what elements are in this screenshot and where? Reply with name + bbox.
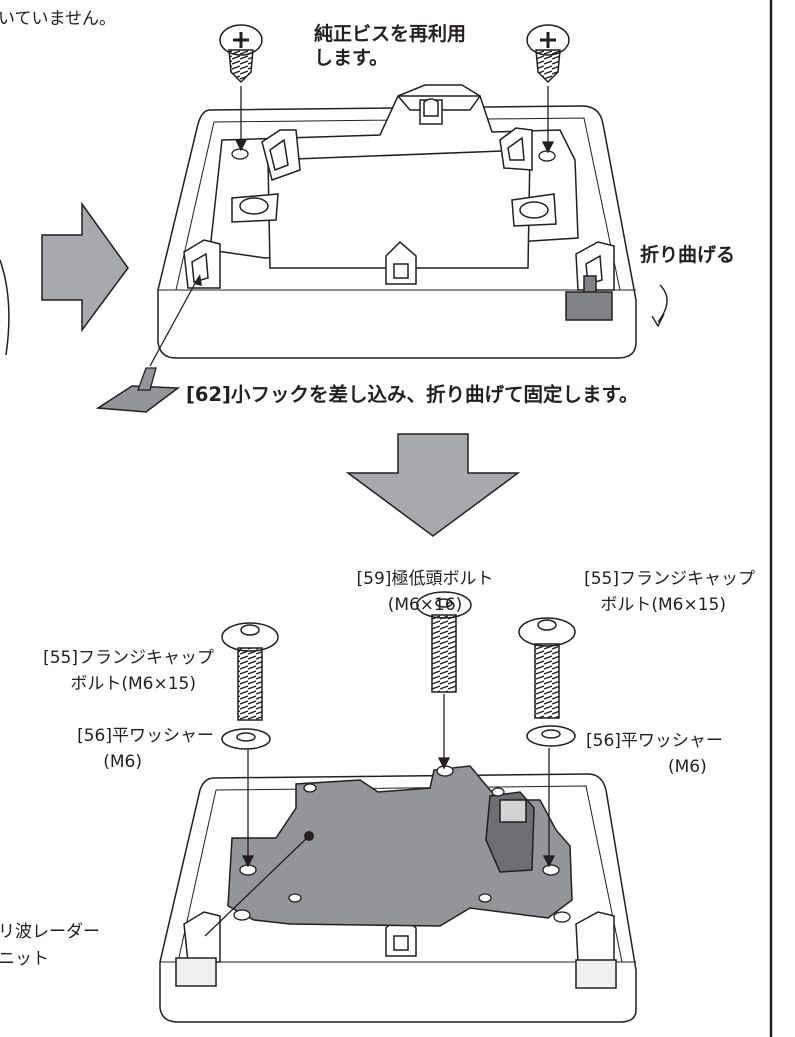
washer-56-left-label-2: (M6) — [103, 752, 142, 772]
radar-unit-leader — [204, 835, 310, 937]
small-hook-stem — [137, 367, 157, 391]
small-hook-part — [95, 385, 181, 413]
washer-56-left-label-1: [56]平ワッシャー — [77, 726, 214, 746]
bend-arrow-head — [651, 313, 665, 328]
bolt-55-right-label-2: ボルト(M6×15) — [600, 595, 726, 615]
left-edge-cutoff-outline — [0, 259, 10, 356]
reuse-screw-label-1: 純正ビスを再利用 — [314, 23, 467, 45]
radar-unit-label-1: リ波レーダー — [0, 922, 100, 942]
bolt-55-right-label-1: [55]フランジキャップ — [584, 569, 755, 589]
screw-icon — [219, 24, 263, 84]
step-caption: [62]小フックを差し込み、折り曲げて固定します。 — [186, 383, 639, 406]
bolt-55-left-label-1: [55]フランジキャップ — [43, 648, 214, 668]
flange-bolt-icon — [221, 622, 279, 721]
bolt-59-label-2: (M6×16) — [387, 595, 463, 615]
flange-bolt-icon — [518, 617, 576, 719]
bottom-clips — [175, 911, 617, 989]
washer-56-right-label-1: [56]平ワッシャー — [586, 731, 723, 751]
washer-icon — [526, 725, 576, 747]
small-hook-leader-head — [194, 274, 202, 286]
arrow-right-icon — [41, 201, 129, 333]
bend-direction-arrow — [657, 284, 668, 323]
bolt-59-label-1: [59]極低頭ボルト — [356, 569, 494, 589]
top-mount-base — [157, 84, 637, 359]
reuse-screw-label-2: します。 — [314, 47, 389, 69]
bent-hook-right — [565, 275, 613, 321]
small-hook-leader — [149, 277, 199, 367]
radar-unit-label-2: ニット — [0, 949, 49, 969]
top-clips — [183, 98, 615, 291]
washer-icon — [221, 728, 271, 750]
top-cut-note: いていません。 — [0, 9, 116, 29]
radar-bracket-holes — [233, 765, 571, 923]
screw-icon — [526, 24, 570, 84]
washer-56-right-label-2: (M6) — [668, 757, 707, 777]
top-screw-holes — [231, 148, 556, 162]
low-head-bolt-icon — [416, 591, 472, 693]
radar-unit-bracket — [227, 765, 573, 927]
bolt-55-left-label-2: ボルト(M6×15) — [70, 674, 196, 694]
bend-label: 折り曲げる — [640, 244, 736, 266]
bolt-insert-arrows — [241, 694, 556, 868]
arrow-down-icon — [345, 433, 521, 537]
screw-insert-arrows — [234, 86, 555, 154]
